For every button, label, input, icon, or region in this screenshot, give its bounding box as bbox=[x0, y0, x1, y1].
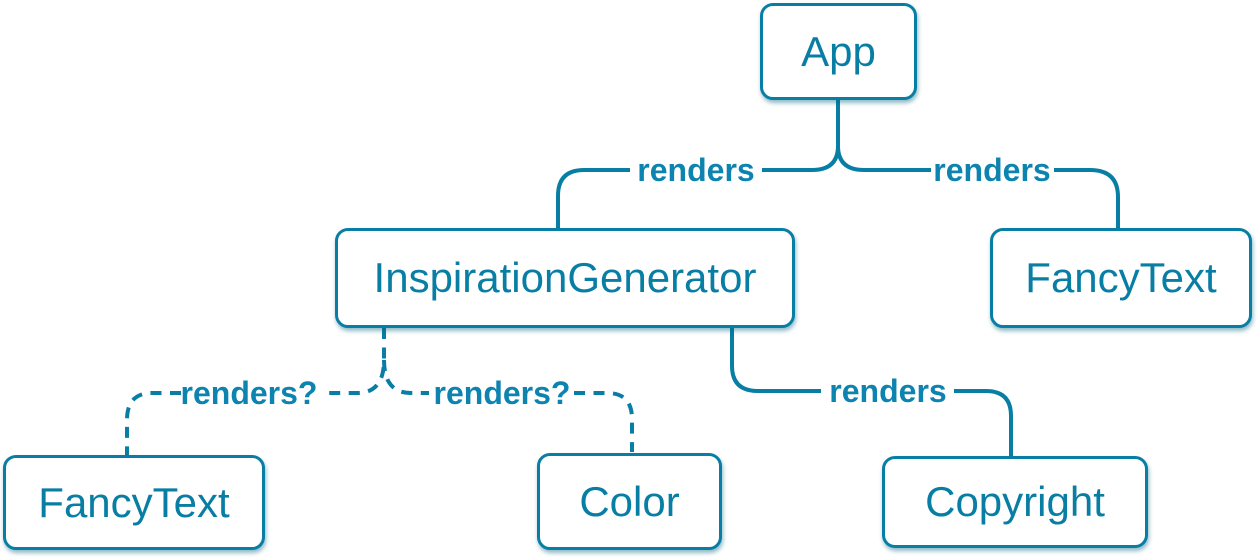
edge-label-renders: renders bbox=[933, 152, 1050, 188]
node-fancy-text-bottom-label: FancyText bbox=[38, 478, 230, 526]
node-color: Color bbox=[537, 453, 722, 550]
edge-segment bbox=[1054, 168, 1120, 228]
edge-inspirationgenerator-to-fancytext: renders? bbox=[125, 328, 386, 455]
node-fancy-text-top-label: FancyText bbox=[1025, 254, 1217, 301]
edge-segment bbox=[730, 328, 821, 393]
edge-segment-dashed bbox=[125, 391, 181, 455]
edge-app-to-inspirationgenerator: renders bbox=[556, 100, 840, 228]
edge-segment-dashed bbox=[574, 391, 634, 452]
edge-inspirationgenerator-to-color: renders? bbox=[382, 359, 634, 452]
edge-label-renders-conditional: renders? bbox=[181, 375, 318, 411]
edge-app-to-fancytext: renders bbox=[836, 100, 1120, 228]
edge-segment bbox=[954, 389, 1013, 456]
edge-label-renders-conditional: renders? bbox=[434, 375, 571, 411]
node-color-label: Color bbox=[579, 477, 680, 525]
node-app-label: App bbox=[801, 27, 876, 75]
edge-inspirationgenerator-to-copyright: renders bbox=[730, 328, 1013, 456]
edge-label-renders: renders bbox=[829, 373, 946, 409]
edge-segment bbox=[836, 100, 931, 172]
node-copyright-label: Copyright bbox=[925, 478, 1105, 525]
edge-segment bbox=[556, 168, 630, 228]
node-app: App bbox=[760, 3, 917, 100]
node-copyright: Copyright bbox=[882, 456, 1148, 548]
node-inspiration-generator-label: InspirationGenerator bbox=[373, 254, 757, 301]
edge-segment bbox=[762, 100, 840, 172]
node-inspiration-generator: InspirationGenerator bbox=[335, 228, 795, 328]
edge-label-renders: renders bbox=[637, 152, 754, 188]
edge-segment-dashed bbox=[382, 359, 429, 395]
node-fancy-text-top: FancyText bbox=[990, 228, 1252, 328]
node-fancy-text-bottom: FancyText bbox=[3, 455, 265, 550]
edge-segment-dashed bbox=[328, 328, 386, 395]
